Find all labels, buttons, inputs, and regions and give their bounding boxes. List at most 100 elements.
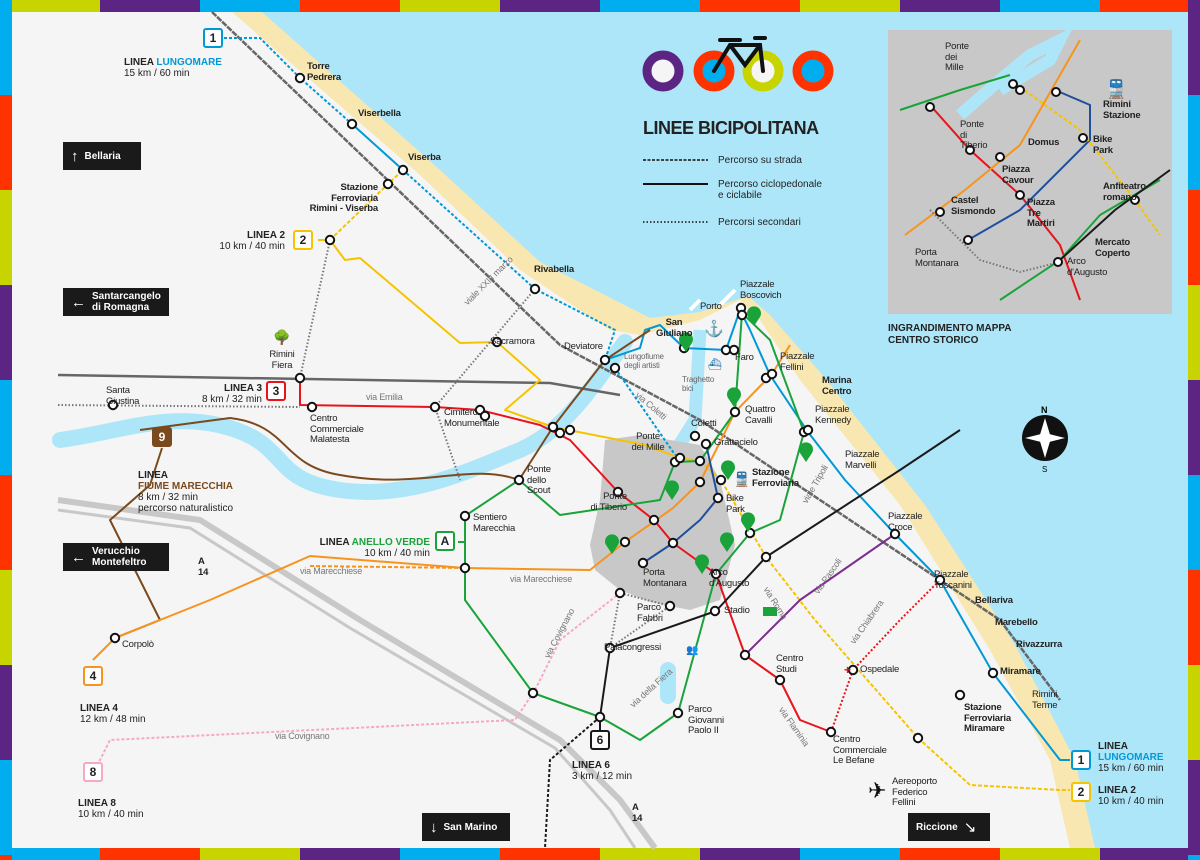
bike-pin-icon[interactable] — [605, 534, 619, 554]
station-marker[interactable] — [513, 474, 525, 486]
station-marker[interactable] — [491, 336, 503, 348]
badge-line-4[interactable]: 4 — [83, 666, 103, 686]
station-marker[interactable] — [609, 362, 621, 374]
frame-segment — [500, 0, 600, 12]
station-marker[interactable] — [700, 438, 712, 450]
bike-pin-icon[interactable] — [721, 460, 735, 480]
label-croce: Piazzale Croce — [888, 511, 923, 533]
badge-line-9[interactable]: 9 — [152, 427, 172, 447]
station-marker[interactable] — [889, 528, 901, 540]
station-marker[interactable] — [564, 424, 576, 436]
station-marker[interactable] — [766, 368, 778, 380]
station-marker[interactable] — [847, 664, 859, 676]
badge-line-3[interactable]: 3 — [266, 381, 286, 401]
station-marker[interactable] — [709, 605, 721, 617]
station-marker[interactable] — [674, 452, 686, 464]
station-marker[interactable] — [648, 514, 660, 526]
station-marker[interactable] — [802, 424, 814, 436]
station-marker[interactable] — [547, 421, 559, 433]
station-marker[interactable] — [728, 344, 740, 356]
station-marker[interactable] — [729, 406, 741, 418]
bike-pin-icon[interactable] — [747, 306, 761, 326]
badge-line-2[interactable]: 2 — [293, 230, 313, 250]
bike-pin-icon[interactable] — [695, 554, 709, 574]
station-marker[interactable] — [459, 510, 471, 522]
harbor-pier — [688, 288, 737, 312]
station-marker[interactable] — [382, 178, 394, 190]
station-marker[interactable] — [739, 649, 751, 661]
station-marker[interactable] — [529, 283, 541, 295]
station-marker[interactable] — [694, 455, 706, 467]
bike-pin-icon[interactable] — [727, 387, 742, 407]
station-marker[interactable] — [619, 536, 631, 548]
direction-riccione[interactable]: Riccione↘ — [908, 813, 990, 841]
direction-santarcangelo[interactable]: ←Santarcangelo di Romagna — [63, 288, 169, 316]
station-marker[interactable] — [934, 574, 946, 586]
station-marker[interactable] — [294, 72, 306, 84]
station-marker[interactable] — [429, 401, 441, 413]
station-marker[interactable] — [346, 118, 358, 130]
station-marker[interactable] — [715, 474, 727, 486]
station-marker[interactable] — [294, 372, 306, 384]
station-marker[interactable] — [594, 711, 606, 723]
station-marker[interactable] — [760, 551, 772, 563]
badge-line-6[interactable]: 6 — [590, 730, 610, 750]
station-marker[interactable] — [664, 600, 676, 612]
bike-pin-icon[interactable] — [678, 332, 694, 352]
station-marker[interactable] — [710, 568, 722, 580]
frame-segment — [1188, 475, 1200, 570]
station-marker[interactable] — [554, 427, 566, 439]
label-bellariva: Bellariva — [975, 595, 1013, 606]
station-marker[interactable] — [604, 642, 616, 654]
badge-line-1[interactable]: 1 — [203, 28, 223, 48]
label-kennedy: Piazzale Kennedy — [815, 404, 852, 426]
direction-san-marino[interactable]: ↓San Marino — [422, 813, 510, 841]
label-lungofiume: Lungofiume degli artisti — [624, 352, 664, 370]
badge-line-8[interactable]: 8 — [83, 762, 103, 782]
station-marker[interactable] — [527, 687, 539, 699]
inset-label-cavour: Piazza Cavour — [1002, 164, 1034, 186]
label-traghetto: Traghetto bici — [682, 375, 715, 393]
station-marker[interactable] — [599, 354, 611, 366]
station-marker[interactable] — [637, 557, 649, 569]
station-marker[interactable] — [614, 587, 626, 599]
label-a14-2: A 14 — [632, 802, 643, 824]
station-marker[interactable] — [987, 667, 999, 679]
direction-bellaria[interactable]: ↑Bellaria — [63, 142, 141, 170]
frame-segment — [0, 760, 12, 855]
direction-verucchio[interactable]: ←Verucchio Montefeltro — [63, 543, 169, 571]
station-marker[interactable] — [736, 309, 748, 321]
station-marker[interactable] — [612, 486, 624, 498]
station-marker[interactable] — [954, 689, 966, 701]
frame-segment — [300, 0, 400, 12]
station-marker[interactable] — [825, 726, 837, 738]
station-marker[interactable] — [774, 674, 786, 686]
station-marker[interactable] — [712, 492, 724, 504]
frame-segment — [1188, 855, 1200, 860]
inset-label-sismondo: Castel Sismondo — [951, 195, 996, 217]
frame-segment — [1100, 0, 1200, 12]
station-marker[interactable] — [689, 430, 701, 442]
station-marker[interactable] — [667, 537, 679, 549]
badge-line-a[interactable]: A — [435, 531, 455, 551]
station-marker[interactable] — [107, 399, 119, 411]
station-marker[interactable] — [324, 234, 336, 246]
station-marker[interactable] — [397, 164, 409, 176]
station-marker[interactable] — [306, 401, 318, 413]
hospital-icon: + — [844, 663, 851, 677]
bike-pin-icon[interactable] — [799, 442, 813, 462]
bike-pin-icon[interactable] — [665, 480, 679, 500]
station-marker[interactable] — [912, 732, 924, 744]
station-marker[interactable] — [694, 476, 706, 488]
station-marker[interactable] — [672, 707, 684, 719]
frame-segment — [1188, 570, 1200, 665]
bike-pin-icon[interactable] — [740, 512, 755, 532]
station-marker[interactable] — [459, 562, 471, 574]
badge-line-2-south[interactable]: 2 — [1071, 782, 1091, 802]
bike-pin-icon[interactable] — [720, 532, 734, 552]
station-marker[interactable] — [479, 410, 491, 422]
station-marker[interactable] — [109, 632, 121, 644]
label-ospedale: Ospedale — [860, 664, 900, 675]
badge-line-1-south[interactable]: 1 — [1071, 750, 1091, 770]
